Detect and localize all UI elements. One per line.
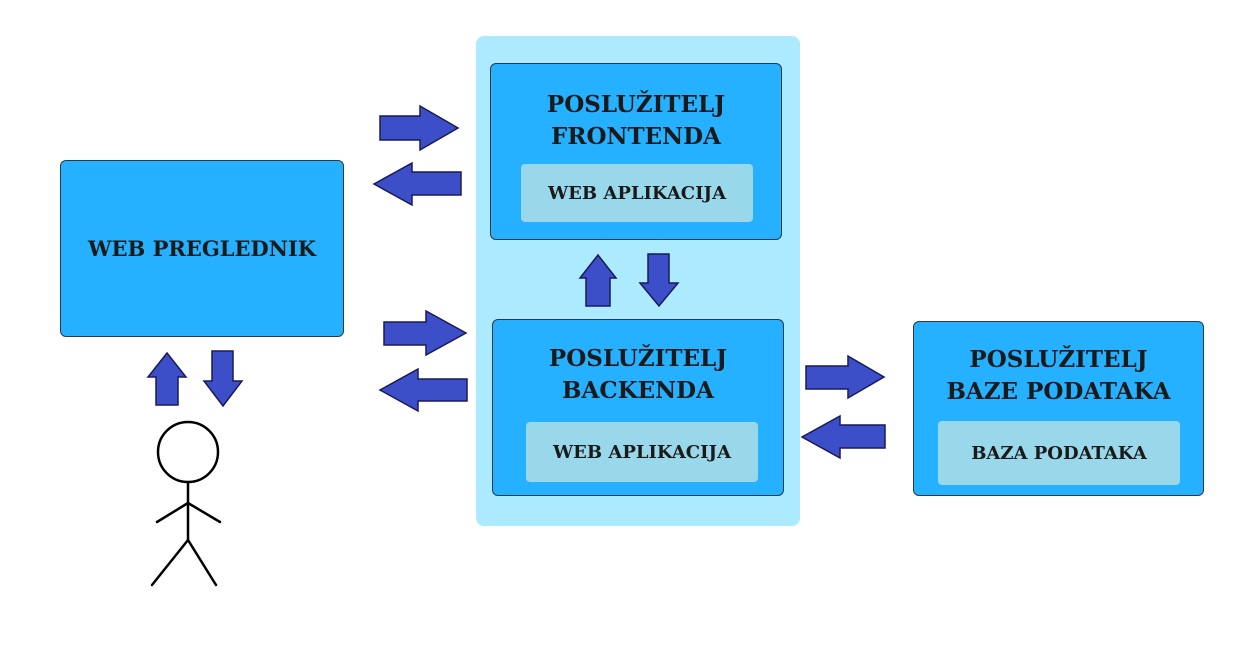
arrow-down-icon: [638, 253, 680, 308]
backend-web-app: WEB APLIKACIJA: [526, 422, 758, 482]
arrow-down-icon: [202, 350, 244, 408]
arrow-right-icon: [383, 309, 468, 357]
backend-server-box: POSLUŽITELJ BACKENDA WEB APLIKACIJA: [492, 319, 784, 496]
user-stick-figure-icon: [150, 420, 222, 587]
arrow-left-icon: [378, 367, 468, 413]
frontend-server-box: POSLUŽITELJ FRONTENDA WEB APLIKACIJA: [490, 63, 782, 240]
web-browser-label: WEB PREGLEDNIK: [87, 236, 317, 261]
arrow-right-icon: [805, 354, 886, 400]
frontend-title-line2: FRONTENDA: [551, 123, 721, 150]
frontend-title-line1: POSLUŽITELJ: [546, 91, 726, 118]
arrow-up-icon: [146, 351, 188, 406]
arrow-right-icon: [379, 104, 460, 152]
arrow-up-icon: [578, 253, 618, 307]
database-title-line1: POSLUŽITELJ: [969, 346, 1148, 373]
web-browser-box: WEB PREGLEDNIK: [60, 160, 344, 337]
frontend-web-app: WEB APLIKACIJA: [521, 164, 753, 222]
backend-title-line1: POSLUŽITELJ: [548, 345, 728, 372]
arrow-left-icon: [372, 161, 462, 207]
database-title-line2: BAZE PODATAKA: [946, 378, 1171, 405]
backend-title-line2: BACKENDA: [562, 377, 714, 404]
database-inner: BAZA PODATAKA: [938, 421, 1180, 485]
database-server-box: POSLUŽITELJ BAZE PODATAKA BAZA PODATAKA: [913, 321, 1204, 496]
arrow-left-icon: [800, 414, 886, 460]
